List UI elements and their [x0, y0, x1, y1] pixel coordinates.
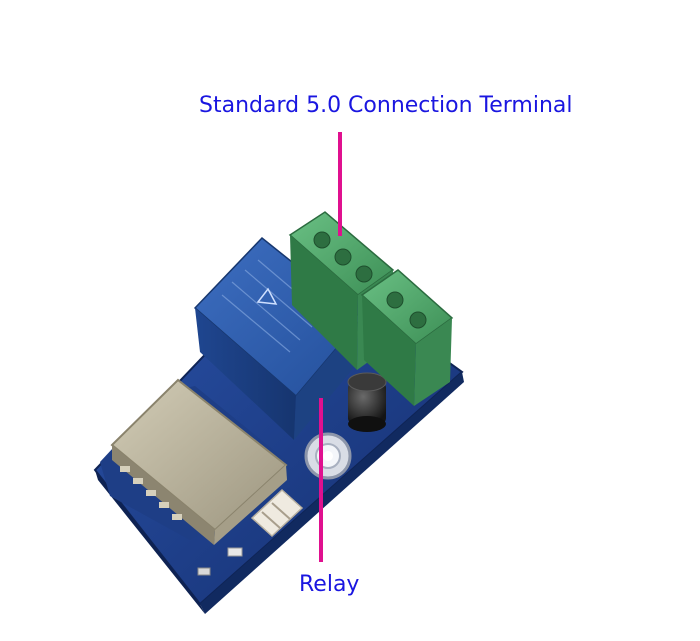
terminal-block-2pin [360, 269, 454, 406]
led [197, 547, 243, 576]
wifi-module-shield [100, 378, 290, 545]
mounting-hole [304, 432, 352, 480]
connector-header [250, 488, 304, 538]
capacitor [347, 372, 387, 432]
relay-label: Relay [299, 572, 360, 597]
terminal-label: Standard 5.0 Connection Terminal [199, 93, 573, 118]
